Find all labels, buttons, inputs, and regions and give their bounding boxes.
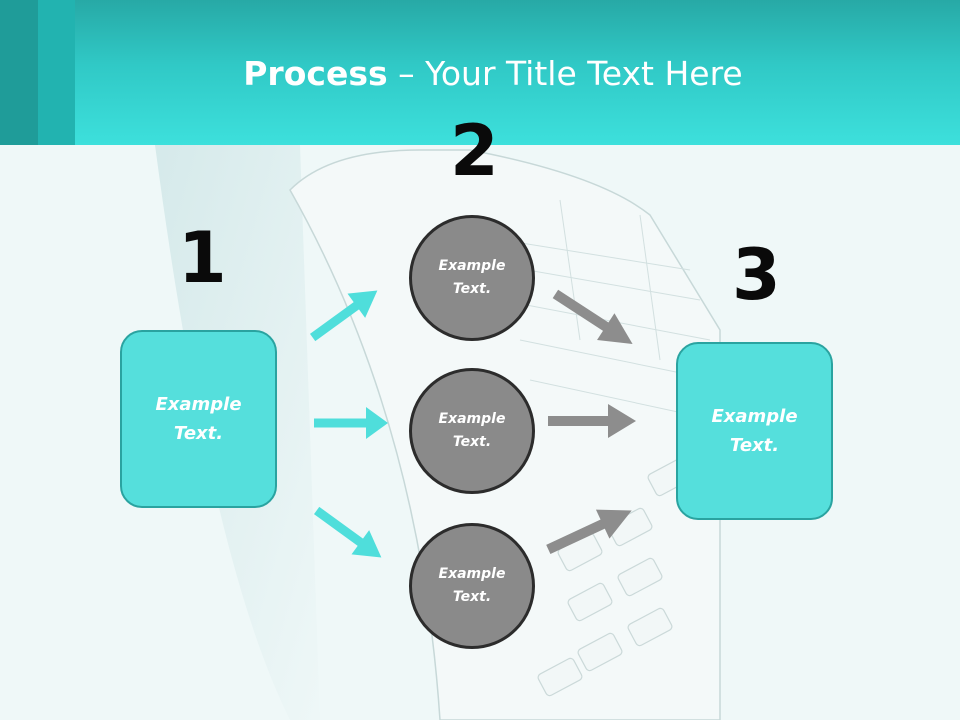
step2-circle-top: Example Text. — [409, 215, 535, 341]
slide-title: Process – Your Title Text Here — [0, 52, 960, 96]
step1-box: Example Text. — [120, 330, 277, 508]
cyan-arrows — [309, 290, 388, 558]
cyan-arrow-right — [314, 407, 388, 439]
step-number-1: 1 — [178, 217, 227, 299]
gray-arrow-down-right — [552, 289, 633, 345]
step-number-2: 2 — [450, 110, 499, 192]
step1-box-text: Example Text. — [155, 394, 242, 444]
step2-circle-bottom-text: Example Text. — [438, 566, 506, 605]
header-stripe-mid — [38, 0, 75, 145]
step3-box: Example Text. — [676, 342, 833, 520]
gray-arrow-right — [548, 404, 636, 438]
step2-circle-bottom: Example Text. — [409, 523, 535, 649]
header-banner — [0, 0, 960, 145]
cyan-arrow-up-right — [309, 290, 378, 342]
step-number-3: 3 — [732, 234, 781, 316]
gray-arrows — [546, 289, 636, 554]
gray-arrow-up-right — [546, 509, 632, 554]
header-stripe-dark — [0, 0, 38, 145]
cyan-arrow-down-right — [313, 506, 382, 558]
slide-title-rest: – Your Title Text Here — [387, 54, 743, 93]
slide-title-bold: Process — [243, 54, 388, 93]
step3-box-text: Example Text. — [711, 406, 798, 456]
step2-circle-middle: Example Text. — [409, 368, 535, 494]
step2-circle-top-text: Example Text. — [438, 258, 506, 297]
step2-circle-middle-text: Example Text. — [438, 411, 506, 450]
